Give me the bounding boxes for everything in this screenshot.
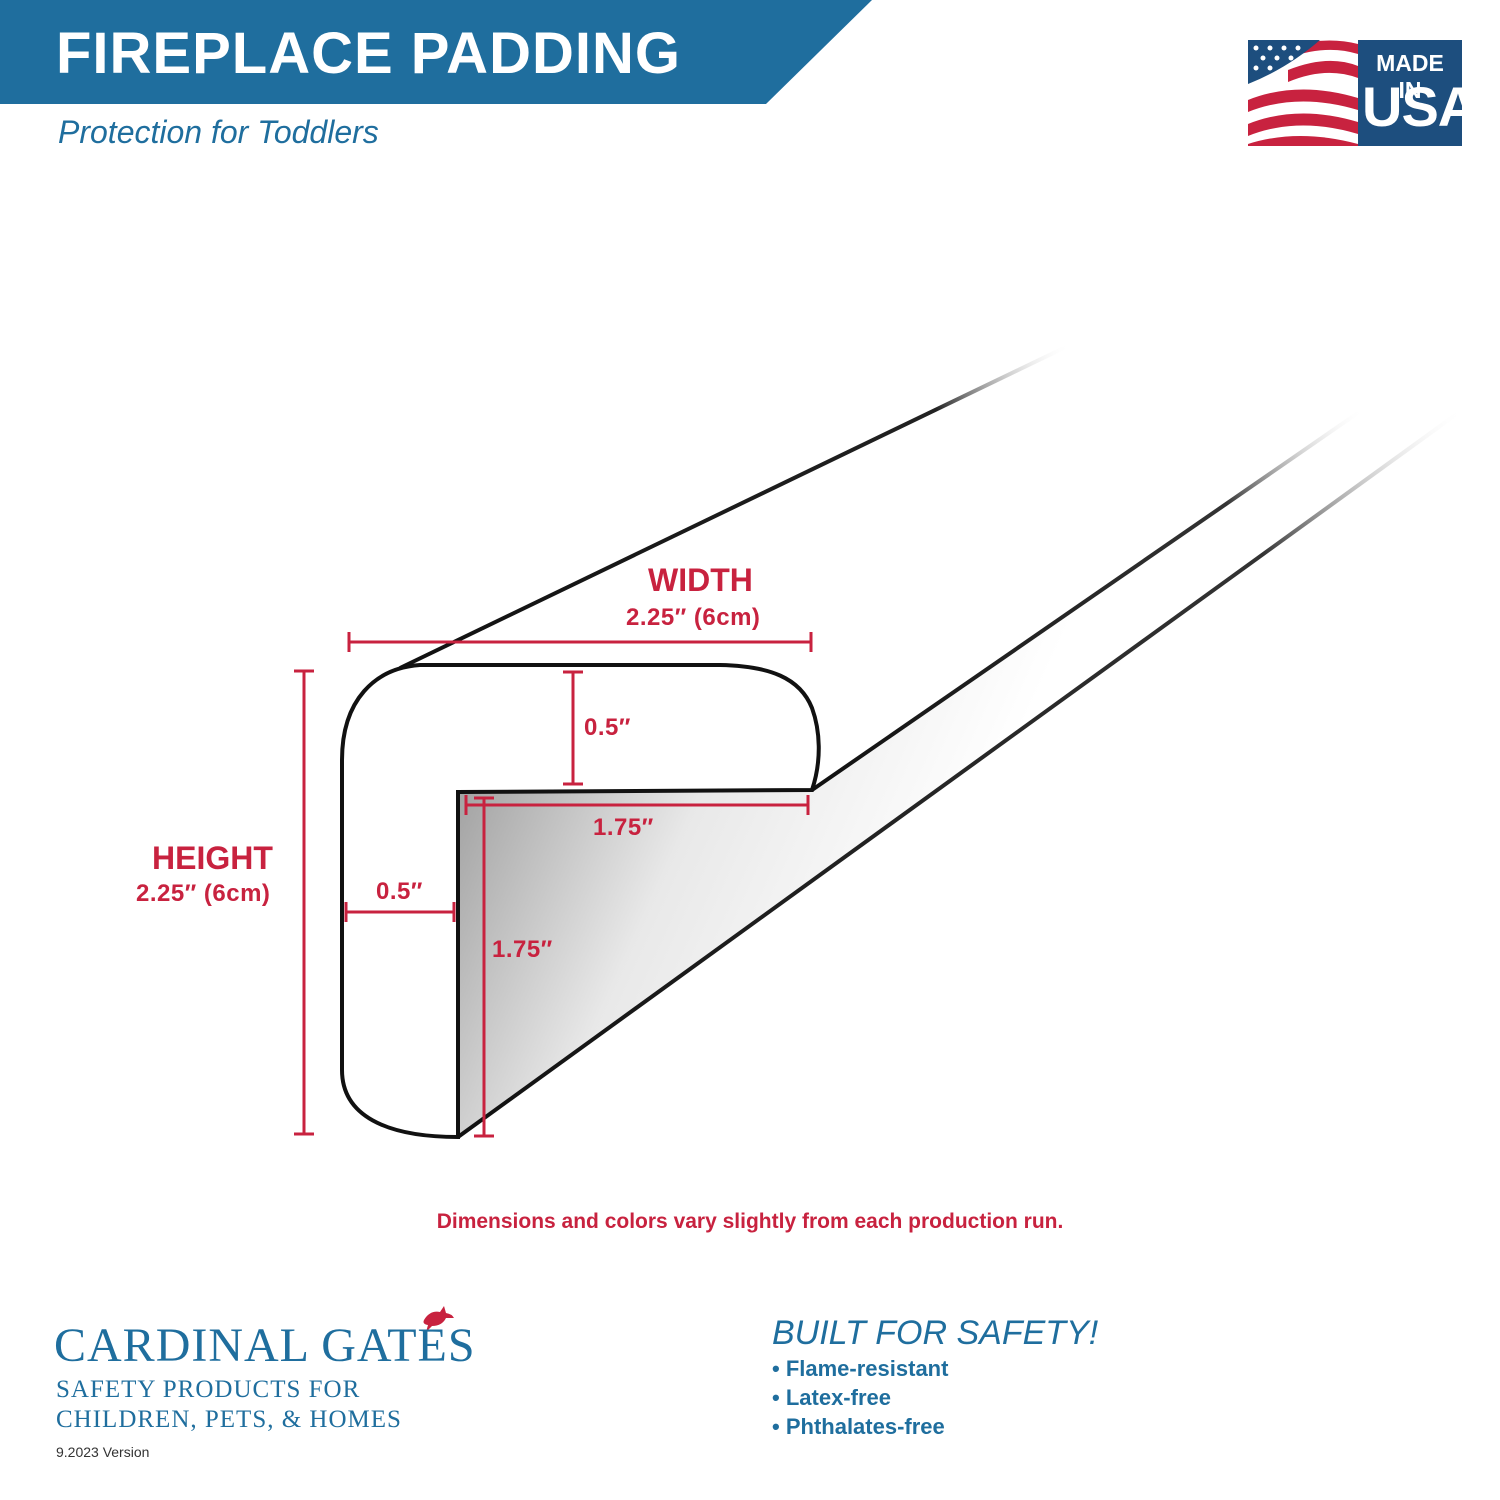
- side-thickness-value: 0.5″: [376, 878, 423, 905]
- brand-name: CARDINAL GATES: [54, 1319, 476, 1372]
- feature-item: Flame-resistant: [772, 1354, 949, 1383]
- inner-horizontal-value: 1.75″: [593, 814, 654, 841]
- feature-item: Phthalates-free: [772, 1412, 948, 1441]
- cardinal-bird-icon: [423, 1306, 454, 1332]
- brand-tagline-1: SAFETY PRODUCTS FOR: [56, 1376, 361, 1403]
- production-note: Dimensions and colors vary slightly from…: [436, 1210, 1064, 1233]
- brand-tagline-2: CHILDREN, PETS, & HOMES: [56, 1406, 402, 1433]
- header-band: [0, 0, 872, 104]
- bottom-edge-line: [456, 406, 1467, 1139]
- height-value: 2.25″ (6cm): [136, 880, 271, 907]
- page-title: FIREPLACE PADDING: [56, 21, 681, 86]
- badge-made-in: MADE IN: [1376, 50, 1444, 103]
- safety-feature-list: Flame-resistant Latex-free Phthalates-fr…: [772, 1354, 949, 1441]
- version-text: 9.2023 Version: [56, 1444, 150, 1460]
- middle-edge-line: [810, 406, 1367, 792]
- width-value: 2.25″ (6cm): [626, 604, 761, 631]
- safety-title: BUILT FOR SAFETY!: [772, 1314, 1099, 1352]
- us-flag-icon: [1248, 40, 1462, 146]
- top-thickness-value: 0.5″: [584, 714, 631, 741]
- page-subtitle: Protection for Toddlers: [58, 114, 379, 150]
- l-profile-outline: [340, 663, 821, 1140]
- height-label: HEIGHT: [152, 840, 273, 876]
- top-edge-line: [399, 343, 1071, 670]
- width-label: WIDTH: [648, 562, 753, 598]
- inner-vertical-value: 1.75″: [492, 936, 553, 963]
- feature-item: Latex-free: [772, 1383, 948, 1412]
